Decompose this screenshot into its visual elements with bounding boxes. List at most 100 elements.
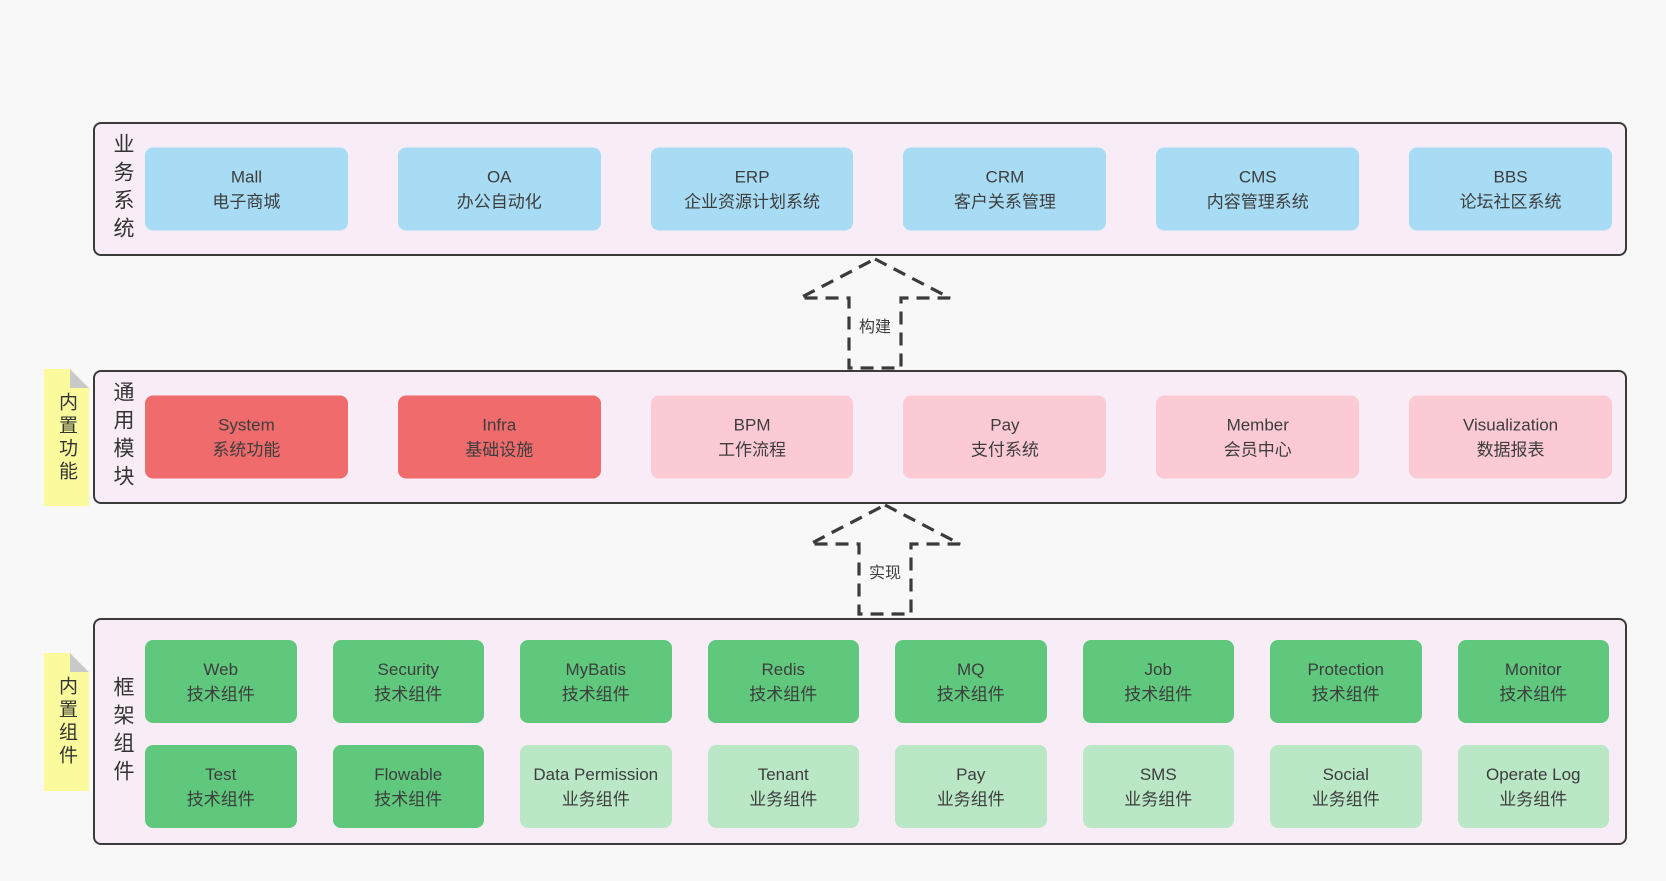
box-subtitle: 内容管理系统 — [1206, 192, 1309, 211]
box-title: Visualization — [1463, 415, 1559, 434]
box-title: Test — [205, 764, 237, 784]
box-title: Mall — [230, 167, 262, 186]
box-subtitle: 办公自动化 — [456, 192, 542, 211]
band-common-modules: 通用模块 System 系统功能 Infra 基础设施 BPM 工作流程 Pay… — [93, 370, 1627, 504]
box-title: CMS — [1238, 167, 1277, 186]
band-business-systems: 业务系统 Mall 电子商城 OA 办公自动化 ERP 企业资源计划系统 CRM… — [93, 122, 1627, 256]
box-title: Tenant — [757, 764, 809, 784]
box-subtitle: 技术组件 — [749, 684, 818, 704]
box-subtitle: 基础设施 — [465, 440, 534, 459]
box-mq: MQ 技术组件 — [895, 640, 1047, 723]
box-subtitle: 系统功能 — [212, 440, 281, 459]
box-visualization: Visualization 数据报表 — [1409, 395, 1612, 479]
box-subtitle: 企业资源计划系统 — [684, 192, 821, 211]
folded-corner-icon — [70, 653, 89, 672]
dashed-up-arrow-icon — [799, 257, 951, 370]
sticky-note-builtin-components: 内置组件 — [44, 653, 89, 791]
sticky-label: 内置组件 — [56, 676, 77, 768]
band-business-label: 业务系统 — [111, 133, 134, 245]
band-modules-label: 通用模块 — [111, 381, 134, 493]
box-data-permission: Data Permission 业务组件 — [520, 745, 672, 828]
box-subtitle: 技术组件 — [374, 684, 443, 704]
dashed-up-arrow-icon — [809, 503, 961, 616]
box-subtitle: 会员中心 — [1223, 440, 1292, 459]
sticky-label: 内置功能 — [56, 391, 77, 484]
box-subtitle: 业务组件 — [936, 789, 1005, 809]
box-title: Redis — [761, 659, 805, 679]
box-bpm: BPM 工作流程 — [650, 395, 854, 479]
implement-arrow-label: 实现 — [865, 558, 905, 584]
box-member: Member 会员中心 — [1156, 395, 1360, 479]
box-subtitle: 技术组件 — [936, 684, 1005, 704]
box-subtitle: 业务组件 — [1124, 789, 1193, 809]
band-framework-components: 框架组件 Web 技术组件 Security 技术组件 MyBatis 技术组件… — [93, 618, 1627, 845]
box-sms: SMS 业务组件 — [1082, 745, 1234, 828]
business-boxes-row: Mall 电子商城 OA 办公自动化 ERP 企业资源计划系统 CRM 客户关系… — [145, 147, 1612, 231]
box-title: System — [218, 415, 275, 434]
box-oa: OA 办公自动化 — [397, 147, 601, 231]
box-subtitle: 业务组件 — [749, 789, 818, 809]
box-cms: CMS 内容管理系统 — [1156, 147, 1360, 231]
box-pay-component: Pay 业务组件 — [895, 745, 1047, 828]
box-mall: Mall 电子商城 — [145, 147, 348, 231]
implement-arrow: 实现 — [805, 502, 965, 618]
box-title: BBS — [1493, 167, 1528, 186]
box-title: Job — [1144, 659, 1172, 679]
box-title: Flowable — [374, 764, 443, 784]
box-title: SMS — [1139, 764, 1177, 784]
box-subtitle: 数据报表 — [1476, 440, 1545, 459]
box-tenant: Tenant 业务组件 — [707, 745, 859, 828]
box-subtitle: 技术组件 — [186, 789, 255, 809]
box-title: Social — [1322, 764, 1369, 784]
box-erp: ERP 企业资源计划系统 — [650, 147, 854, 231]
box-title: Member — [1226, 415, 1289, 434]
box-system: System 系统功能 — [145, 395, 348, 479]
box-subtitle: 技术组件 — [186, 684, 255, 704]
box-security: Security 技术组件 — [332, 640, 484, 723]
box-monitor: Monitor 技术组件 — [1457, 640, 1609, 723]
build-arrow-label: 构建 — [855, 312, 895, 338]
box-social: Social 业务组件 — [1270, 745, 1422, 828]
sticky-note-builtin-features: 内置功能 — [44, 369, 89, 506]
box-title: CRM — [985, 167, 1025, 186]
box-subtitle: 技术组件 — [1124, 684, 1193, 704]
box-mybatis: MyBatis 技术组件 — [520, 640, 672, 723]
box-title: Security — [377, 659, 439, 679]
box-flowable: Flowable 技术组件 — [332, 745, 484, 828]
box-subtitle: 业务组件 — [561, 789, 630, 809]
box-title: MyBatis — [565, 659, 626, 679]
box-subtitle: 技术组件 — [1499, 684, 1568, 704]
box-bbs: BBS 论坛社区系统 — [1409, 147, 1612, 231]
folded-corner-icon — [70, 369, 89, 388]
box-title: MQ — [957, 659, 985, 679]
box-redis: Redis 技术组件 — [707, 640, 859, 723]
box-title: Pay — [956, 764, 986, 784]
box-operate-log: Operate Log 业务组件 — [1457, 745, 1609, 828]
box-title: Infra — [482, 415, 517, 434]
modules-boxes-row: System 系统功能 Infra 基础设施 BPM 工作流程 Pay 支付系统… — [145, 395, 1612, 479]
box-title: Protection — [1307, 659, 1385, 679]
box-subtitle: 技术组件 — [1311, 684, 1380, 704]
box-title: Operate Log — [1485, 764, 1581, 784]
box-title: Web — [203, 659, 239, 679]
box-pay-module: Pay 支付系统 — [903, 395, 1107, 479]
box-crm: CRM 客户关系管理 — [903, 147, 1107, 231]
box-subtitle: 业务组件 — [1311, 789, 1380, 809]
band-components-label: 框架组件 — [111, 675, 134, 788]
box-subtitle: 业务组件 — [1499, 789, 1568, 809]
box-web: Web 技术组件 — [145, 640, 297, 723]
biz-components-row: Test 技术组件 Flowable 技术组件 Data Permission … — [145, 745, 1609, 828]
box-title: ERP — [734, 167, 770, 186]
box-protection: Protection 技术组件 — [1270, 640, 1422, 723]
box-subtitle: 支付系统 — [970, 440, 1039, 459]
box-subtitle: 论坛社区系统 — [1459, 192, 1562, 211]
box-subtitle: 工作流程 — [718, 440, 787, 459]
box-title: Monitor — [1504, 659, 1562, 679]
box-infra: Infra 基础设施 — [397, 395, 601, 479]
build-arrow: 构建 — [795, 256, 955, 372]
tech-components-row: Web 技术组件 Security 技术组件 MyBatis 技术组件 Redi… — [145, 640, 1609, 723]
box-test: Test 技术组件 — [145, 745, 297, 828]
box-subtitle: 技术组件 — [374, 789, 443, 809]
box-title: Data Permission — [533, 764, 659, 784]
